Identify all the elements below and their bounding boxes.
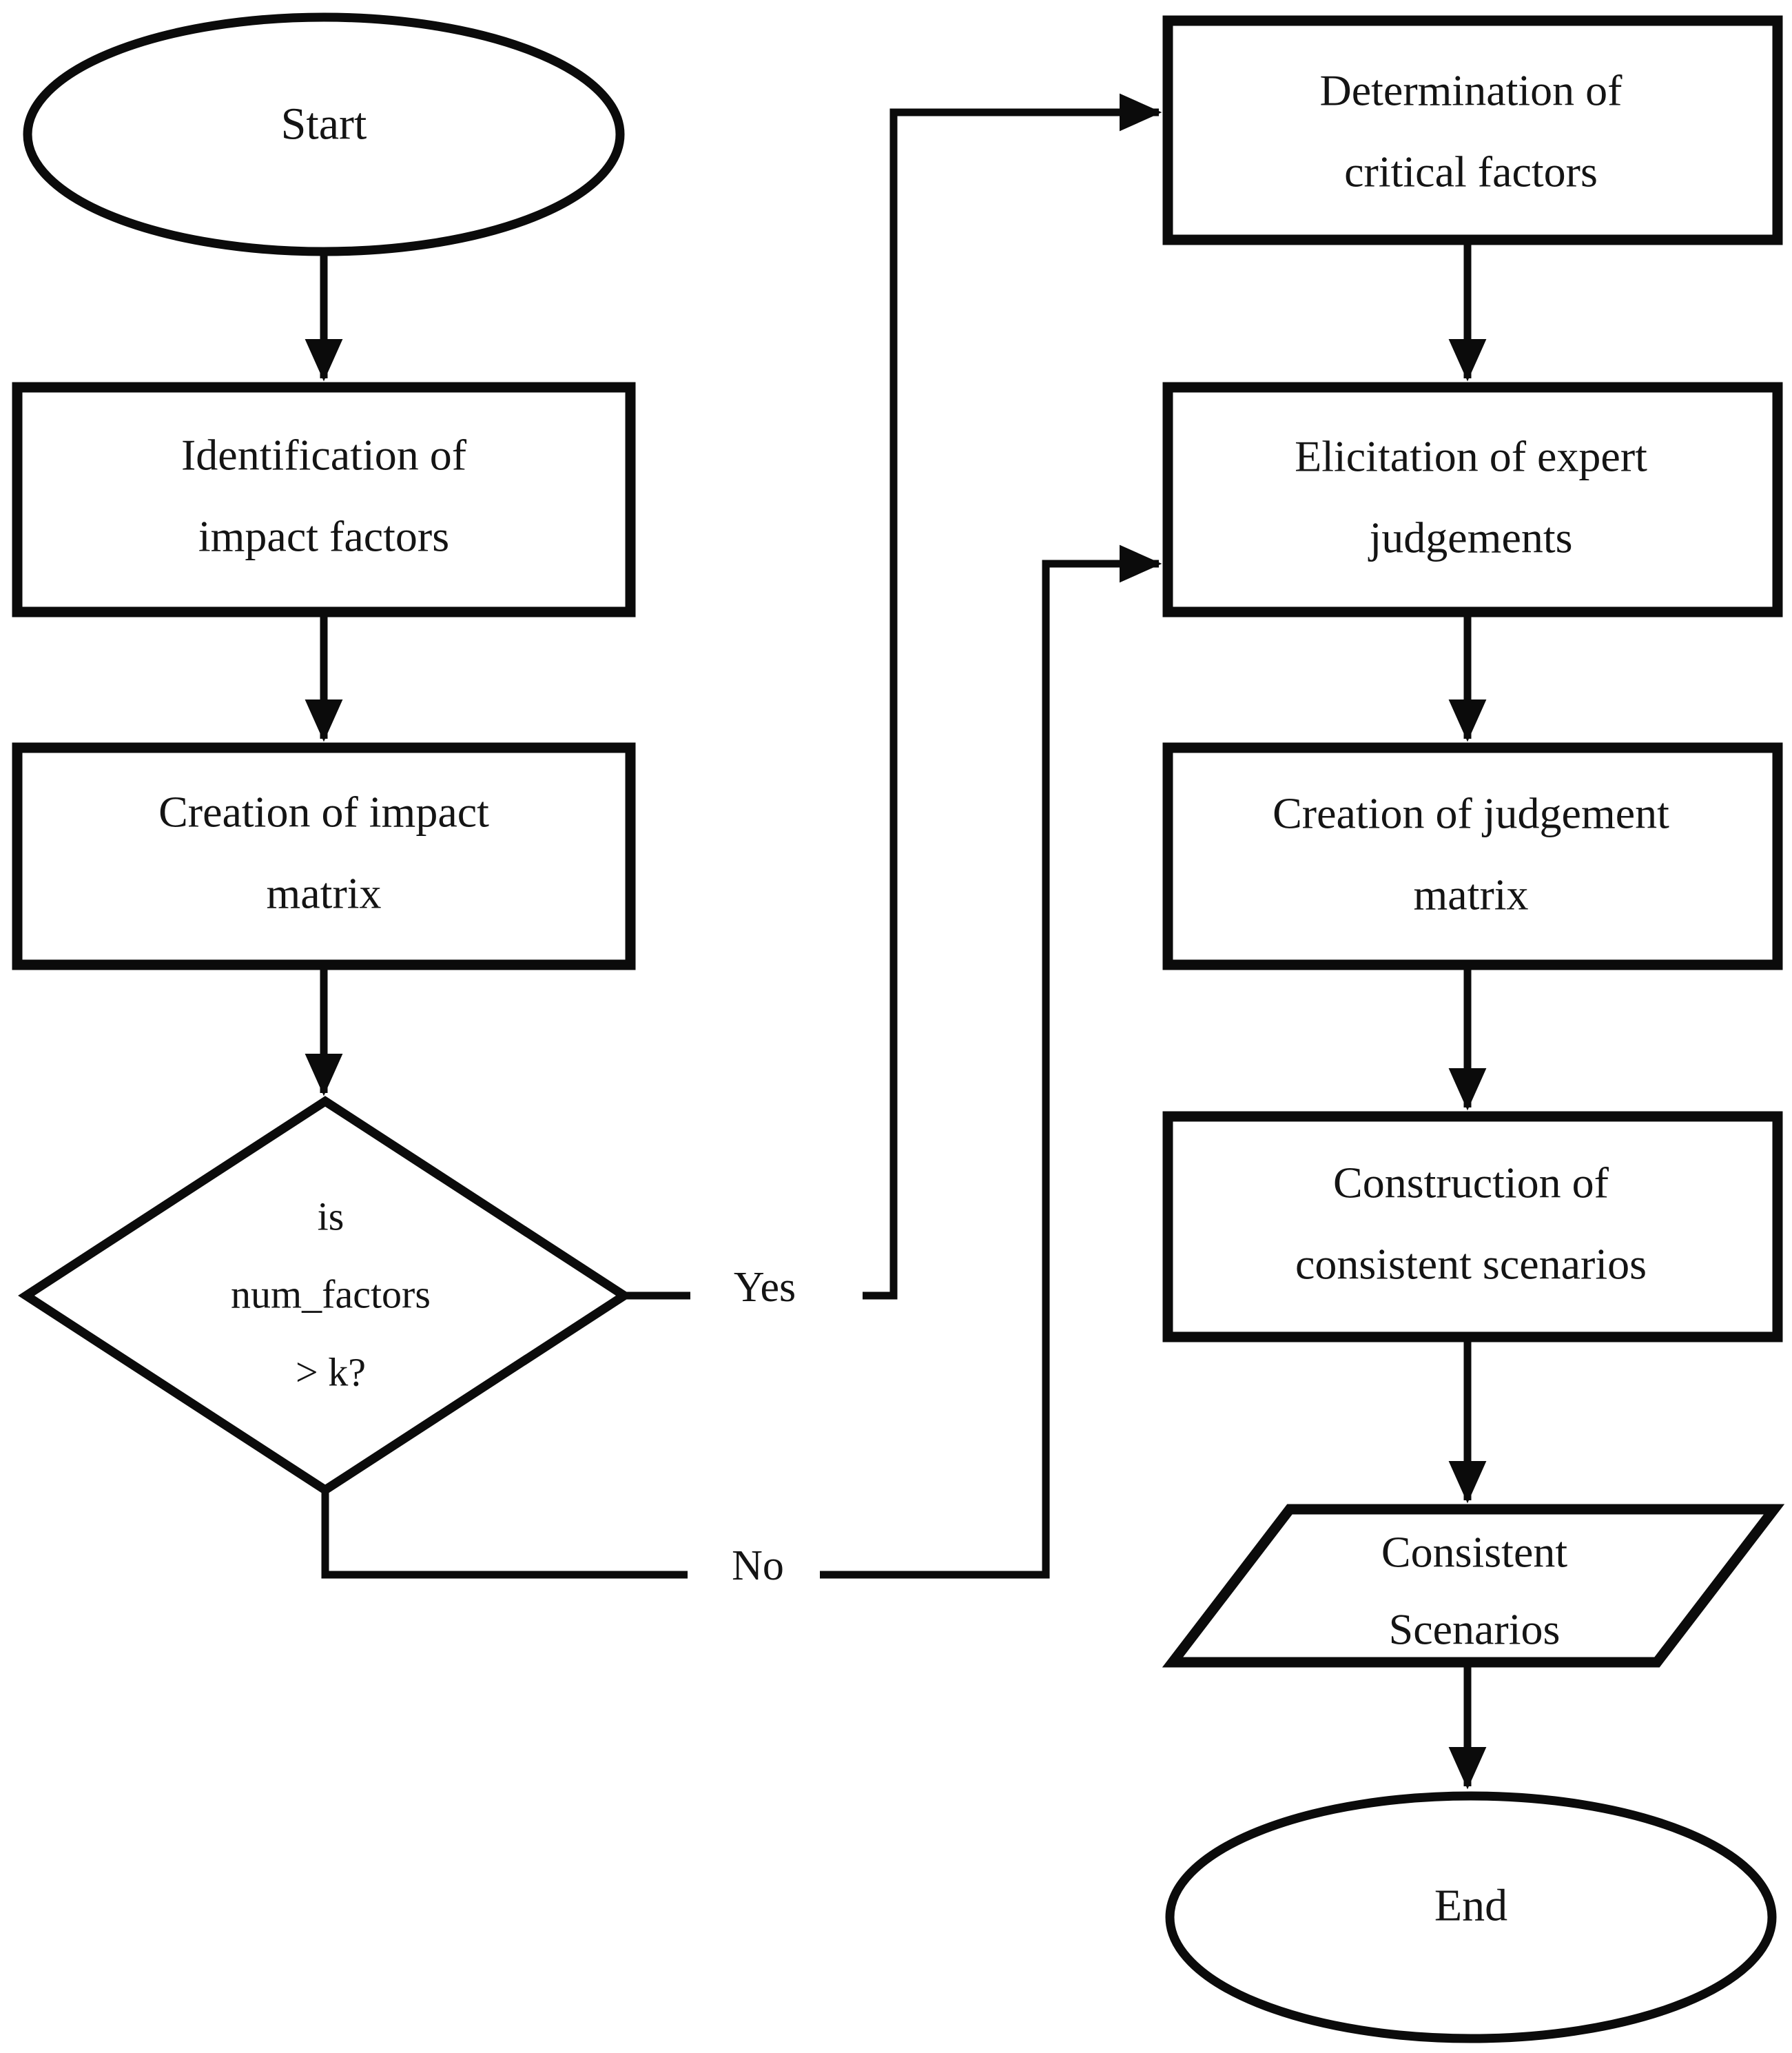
node-determination: Determination of critical factors bbox=[1162, 15, 1783, 245]
node-end: End bbox=[1165, 1791, 1777, 2043]
node-decision-line1: is bbox=[318, 1194, 344, 1239]
node-creation-impact: Creation of impact matrix bbox=[12, 742, 636, 970]
determination-box bbox=[1162, 15, 1783, 245]
node-creation-judgement: Creation of judgement matrix bbox=[1162, 742, 1783, 970]
end-ellipse bbox=[1165, 1791, 1777, 2043]
edge-label-yes: Yes bbox=[734, 1264, 796, 1311]
node-creation-impact-line1: Creation of impact bbox=[158, 788, 489, 837]
edges bbox=[305, 93, 1487, 1790]
node-construction: Construction of consistent scenarios bbox=[1162, 1111, 1783, 1342]
node-decision: is num_factors > k? bbox=[18, 1096, 632, 1495]
node-consistent-scenarios-line1: Consistent bbox=[1381, 1528, 1567, 1577]
edge-decision-no-segment bbox=[321, 1490, 688, 1579]
node-creation-judgement-line2: matrix bbox=[1413, 870, 1528, 919]
start-ellipse bbox=[23, 12, 625, 256]
node-start-label: Start bbox=[281, 99, 367, 150]
node-decision-line2: num_factors bbox=[231, 1272, 431, 1317]
edge-label-no: No bbox=[732, 1542, 784, 1589]
node-elicitation-line2: judgements bbox=[1368, 513, 1572, 562]
node-consistent-scenarios: Consistent Scenarios bbox=[1162, 1504, 1785, 1668]
decision-diamond bbox=[18, 1096, 632, 1495]
creation-judgement-box bbox=[1162, 742, 1783, 970]
node-identification-line2: impact factors bbox=[198, 512, 449, 561]
node-elicitation-line1: Elicitation of expert bbox=[1295, 432, 1647, 481]
node-determination-line2: critical factors bbox=[1344, 147, 1598, 196]
node-consistent-scenarios-line2: Scenarios bbox=[1389, 1605, 1561, 1654]
node-start: Start bbox=[23, 12, 625, 256]
creation-impact-box bbox=[12, 742, 636, 970]
node-construction-line1: Construction of bbox=[1333, 1158, 1609, 1207]
node-elicitation: Elicitation of expert judgements bbox=[1162, 382, 1783, 617]
node-decision-line3: > k? bbox=[296, 1350, 366, 1395]
node-creation-judgement-line1: Creation of judgement bbox=[1273, 789, 1669, 838]
node-construction-line2: consistent scenarios bbox=[1295, 1240, 1647, 1289]
elicitation-box bbox=[1162, 382, 1783, 617]
identification-box bbox=[12, 382, 636, 617]
consistent-scenarios-parallelogram bbox=[1162, 1504, 1785, 1668]
node-end-label: End bbox=[1434, 1881, 1507, 1931]
edge-no-to-elicitation bbox=[820, 544, 1162, 1579]
node-identification: Identification of impact factors bbox=[12, 382, 636, 617]
construction-box bbox=[1162, 1111, 1783, 1342]
node-identification-line1: Identification of bbox=[181, 431, 467, 480]
edge-yes-to-determination bbox=[863, 93, 1162, 1300]
node-determination-line1: Determination of bbox=[1320, 66, 1623, 115]
node-creation-impact-line2: matrix bbox=[266, 869, 381, 918]
